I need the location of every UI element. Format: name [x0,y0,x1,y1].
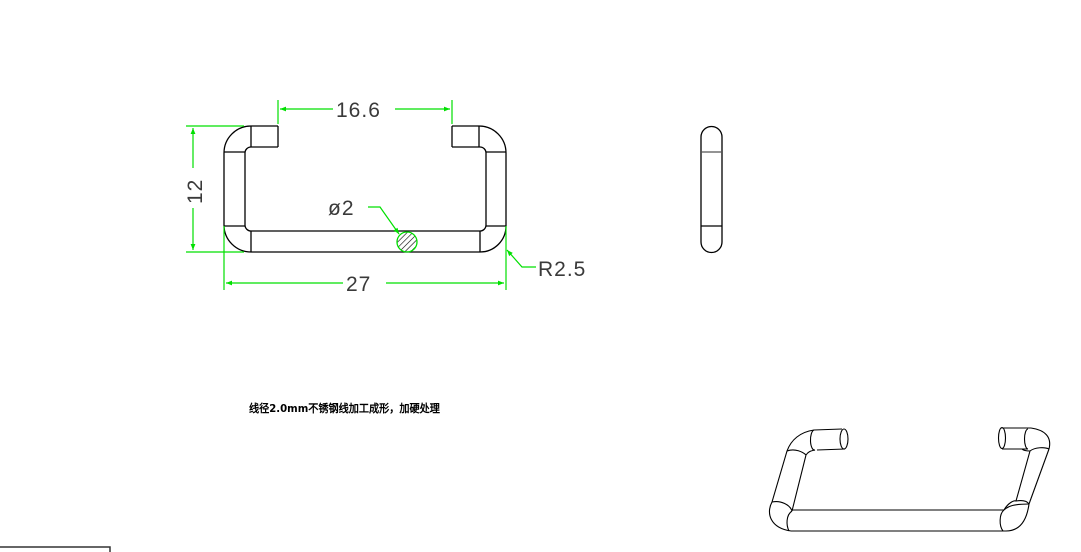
dim-height: 12 [184,179,207,204]
isometric-view [768,426,1051,532]
dimension-labels: 16.6 12 27 ø2 R2.5 [184,99,586,296]
dim-bend-radius: R2.5 [538,258,586,281]
side-view [700,125,723,254]
wire-outer-contour [223,125,507,253]
wire-inner-contour [244,146,487,232]
dimensions [186,100,536,290]
manufacturing-note: 线径2.0mm不锈钢线加工成形，加硬处理 [249,402,440,415]
dim-wire-diameter: ø2 [328,197,355,220]
dim-overall-width: 27 [346,273,371,296]
dim-opening-width: 16.6 [336,99,381,122]
title-frame-edge [0,546,111,552]
front-view [223,125,507,253]
wire-section [396,231,418,253]
